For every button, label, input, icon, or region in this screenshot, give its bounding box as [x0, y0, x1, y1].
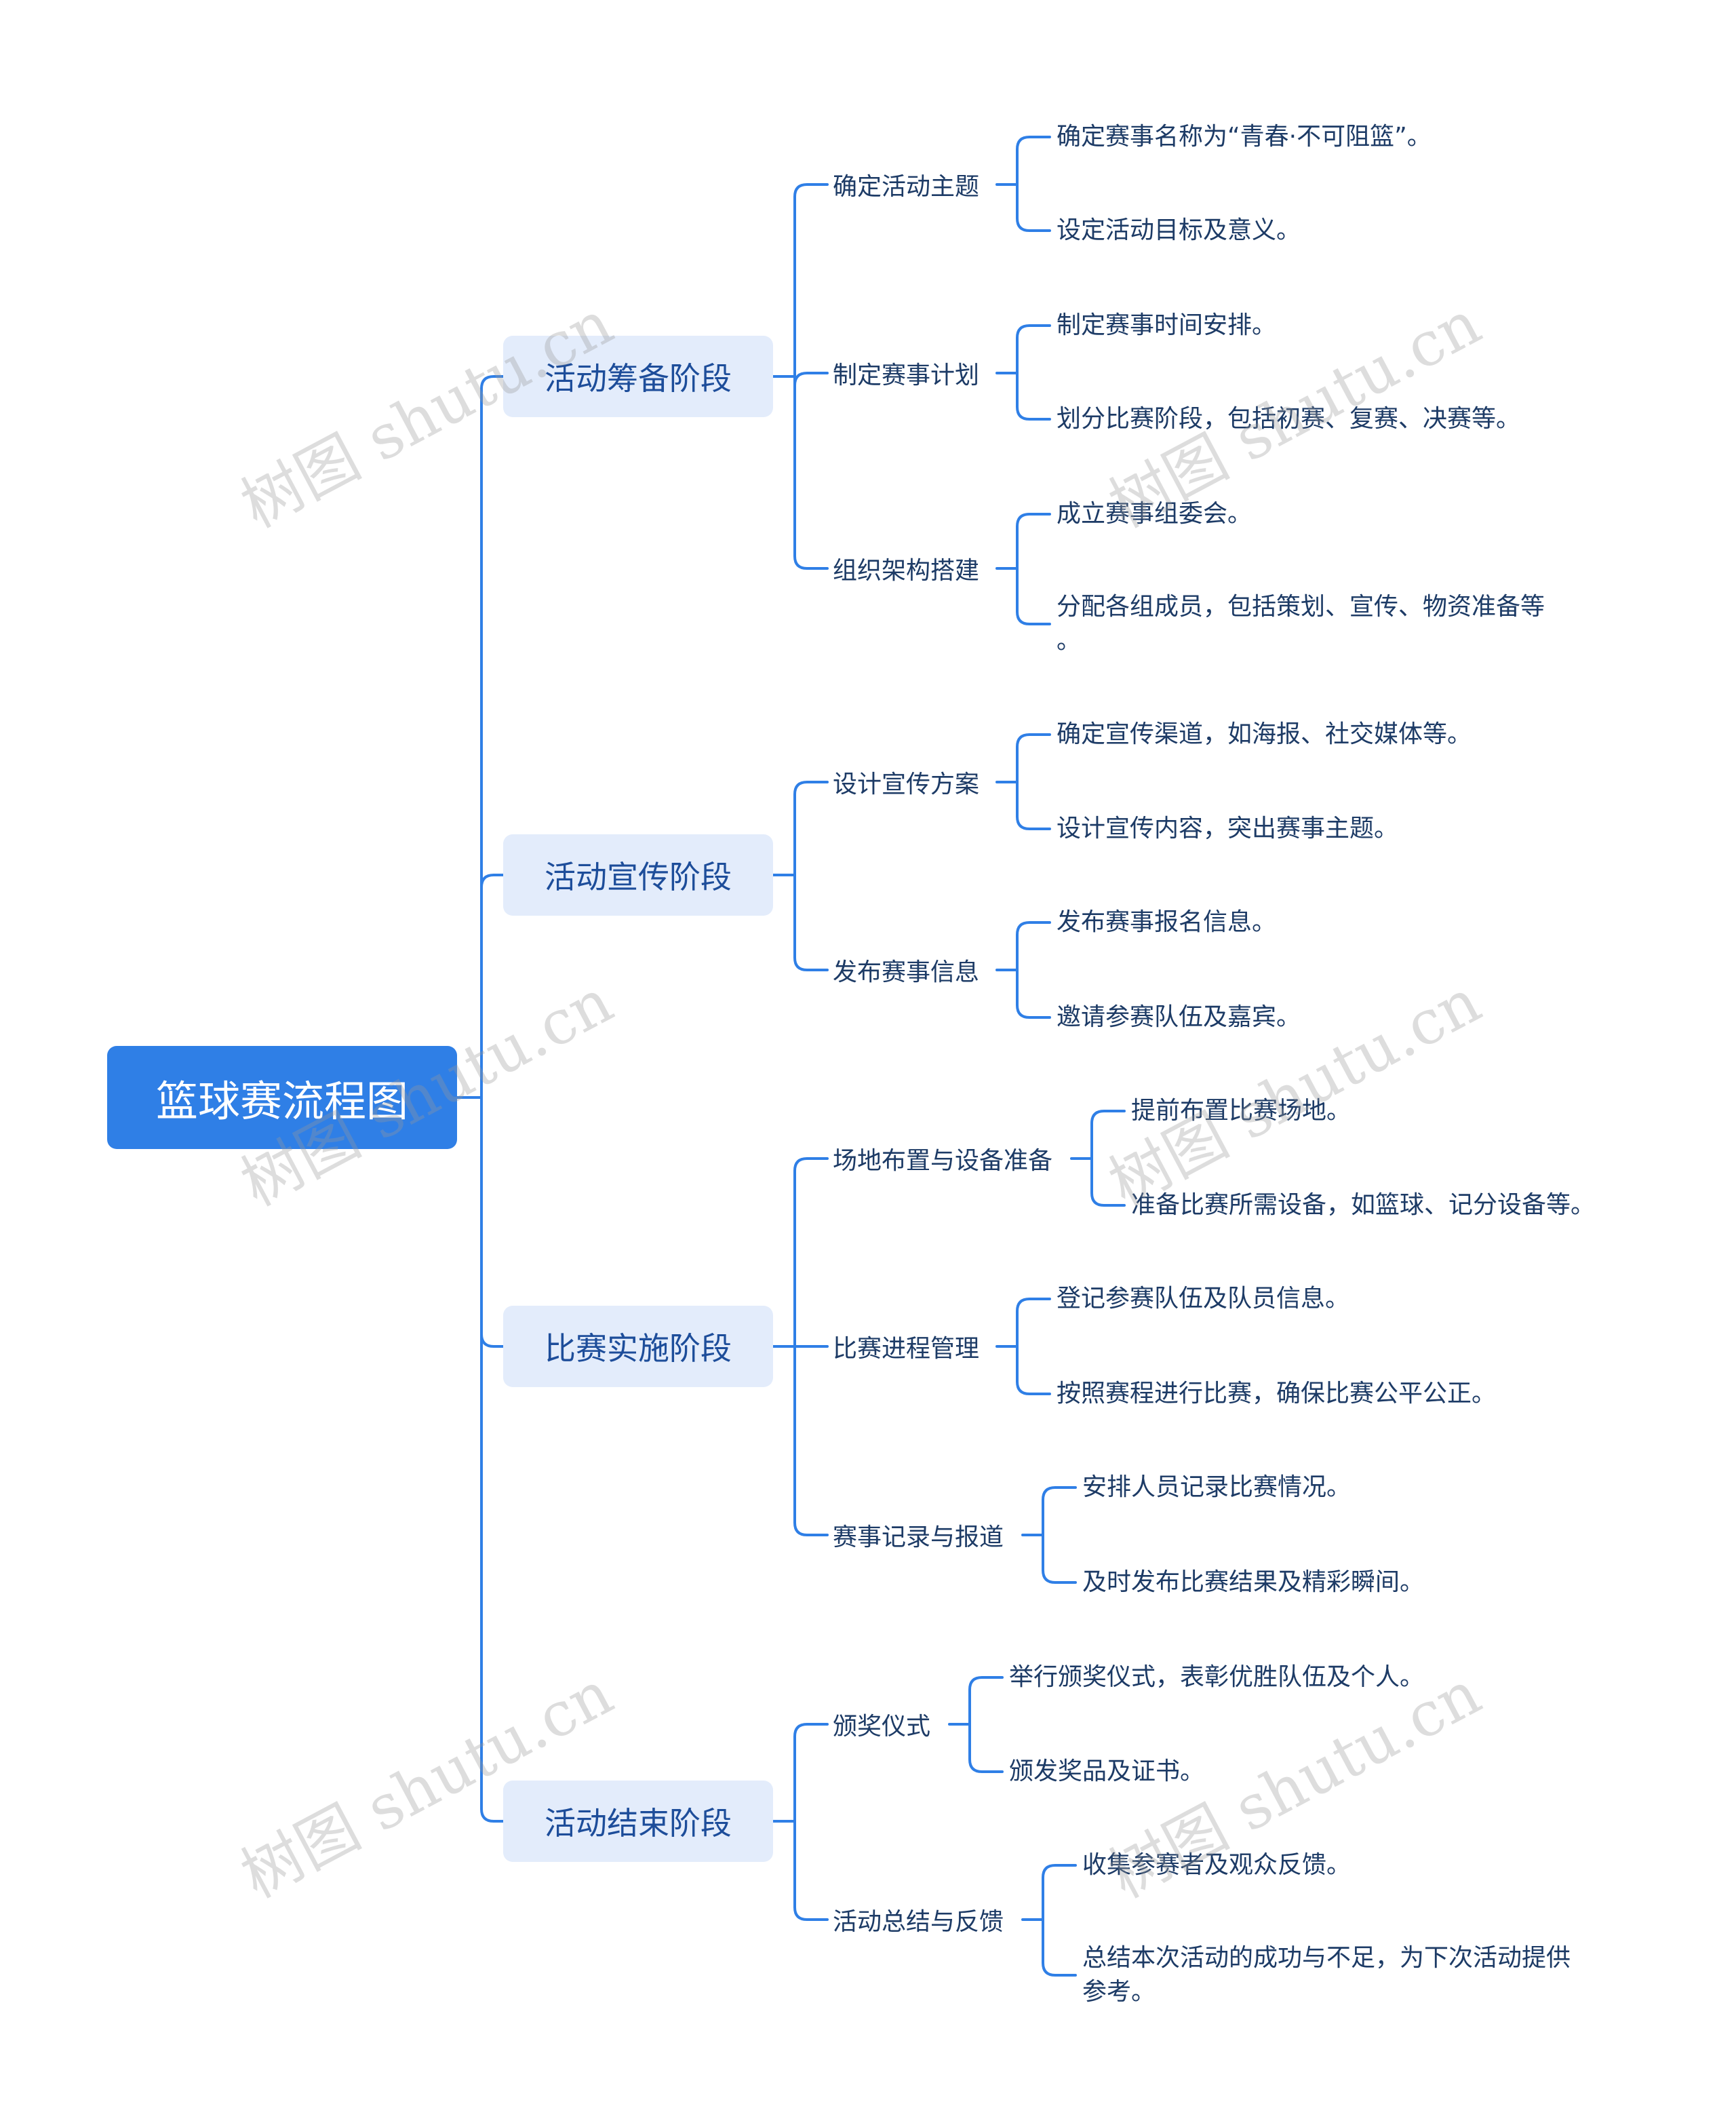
topic-connector-link [1016, 1298, 1051, 1348]
detail-node[interactable]: 收集参赛者及观众反馈。 [1082, 1851, 1352, 1879]
stage-node[interactable]: 比赛实施阶段 [503, 1306, 773, 1387]
stage-node[interactable]: 活动结束阶段 [503, 1781, 773, 1862]
topic-node[interactable]: 活动总结与反馈 [833, 1908, 1004, 1936]
detail-node[interactable]: 提前布置比赛场地。 [1131, 1097, 1352, 1125]
detail-node[interactable]: 举行颁奖仪式，表彰优胜队伍及个人。 [1009, 1663, 1425, 1691]
stage-connector-link [793, 874, 829, 971]
detail-node[interactable]: 设计宣传内容，突出赛事主题。 [1057, 815, 1399, 842]
topic-connector-link [1016, 136, 1051, 186]
topic-node[interactable]: 组织架构搭建 [833, 557, 980, 585]
topic-node[interactable]: 制定赛事计划 [833, 362, 980, 389]
topic-connector-link [1016, 567, 1051, 625]
topic-connector-link [1090, 1157, 1126, 1207]
topic-connector-link [1090, 1110, 1126, 1160]
topic-connector-link [1016, 324, 1051, 374]
topic-node[interactable]: 确定活动主题 [833, 173, 980, 201]
root-connector-link [480, 1096, 505, 1348]
detail-node[interactable]: 总结本次活动的成功与不足，为下次活动提供 参考。 [1082, 1944, 1571, 2006]
detail-node[interactable]: 确定赛事名称为“青春·不可阻篮”。 [1057, 123, 1432, 151]
detail-node[interactable]: 发布赛事报名信息。 [1057, 908, 1277, 936]
stage-connector-link [793, 1157, 829, 1348]
root-node[interactable]: 篮球赛流程图 [107, 1046, 457, 1149]
detail-node[interactable]: 邀请参赛队伍及嘉宾。 [1057, 1003, 1301, 1031]
stage-connector-link [793, 372, 829, 386]
stage-node[interactable]: 活动宣传阶段 [503, 834, 773, 916]
detail-node[interactable]: 安排人员记录比赛情况。 [1082, 1473, 1352, 1501]
topic-node[interactable]: 赛事记录与报道 [833, 1523, 1004, 1551]
topic-node[interactable]: 设计宣传方案 [833, 771, 980, 798]
detail-node[interactable]: 制定赛事时间安排。 [1057, 311, 1277, 339]
detail-node[interactable]: 准备比赛所需设备，如篮球、记分设备等。 [1131, 1191, 1596, 1219]
detail-node[interactable]: 及时发布比赛结果及精彩瞬间。 [1082, 1568, 1425, 1596]
topic-connector-link [1016, 969, 1051, 1019]
detail-node[interactable]: 成立赛事组委会。 [1057, 500, 1252, 528]
stage-connector-link [793, 1723, 829, 1823]
detail-node[interactable]: 登记参赛队伍及队员信息。 [1057, 1285, 1350, 1313]
stage-node[interactable]: 活动筹备阶段 [503, 336, 773, 417]
detail-node[interactable]: 分配各组成员，包括策划、宣传、物资准备等 。 [1057, 593, 1545, 655]
topic-node[interactable]: 发布赛事信息 [833, 958, 980, 986]
detail-node[interactable]: 按照赛程进行比赛，确保比赛公平公正。 [1057, 1380, 1497, 1407]
detail-node[interactable]: 划分比赛阶段，包括初赛、复赛、决赛等。 [1057, 405, 1521, 433]
topic-node[interactable]: 场地布置与设备准备 [833, 1147, 1053, 1175]
topic-connector-link [1016, 781, 1051, 830]
topic-node[interactable]: 颁奖仪式 [833, 1713, 931, 1741]
root-connector-link [480, 874, 505, 1099]
topic-connector-link [1042, 1534, 1077, 1584]
stage-connector-link [793, 375, 829, 570]
topic-connector-link [1042, 1918, 1077, 1977]
topic-connector-link [1042, 1486, 1077, 1536]
topic-connector-link [1016, 513, 1051, 570]
detail-node[interactable]: 颁发奖品及证书。 [1009, 1757, 1205, 1785]
stage-connector-link [793, 1345, 829, 1536]
root-connector-link [480, 1096, 505, 1823]
root-connector-link [480, 375, 505, 1099]
detail-node[interactable]: 设定活动目标及意义。 [1057, 216, 1301, 244]
topic-connector-link [1016, 733, 1051, 783]
stage-connector-link [793, 1820, 829, 1921]
topic-connector-link [968, 1723, 1004, 1773]
topic-connector-link [1016, 372, 1051, 421]
topic-connector-link [1016, 183, 1051, 232]
detail-node[interactable]: 确定宣传渠道，如海报、社交媒体等。 [1057, 720, 1472, 748]
stage-connector-link [793, 781, 829, 876]
topic-connector-link [968, 1676, 1004, 1726]
stage-connector-link [793, 183, 829, 378]
topic-connector-link [1016, 1345, 1051, 1395]
topic-connector-link [1042, 1864, 1077, 1921]
topic-node[interactable]: 比赛进程管理 [833, 1335, 980, 1363]
topic-connector-link [1016, 921, 1051, 971]
